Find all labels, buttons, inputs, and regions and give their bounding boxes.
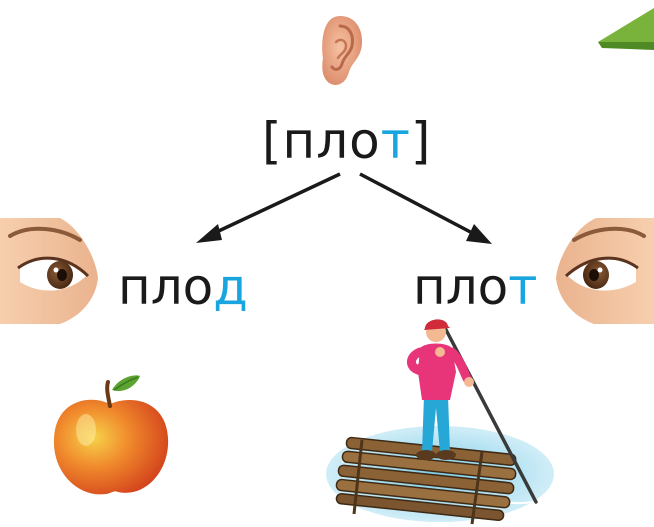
arrow-left-head [196, 224, 222, 243]
arrow-right-head [466, 224, 492, 244]
word-plot-ending: т [508, 258, 538, 316]
transcription-stem: пло [282, 112, 381, 170]
apple-icon [53, 375, 169, 495]
transcription-final-sound: т [380, 112, 411, 170]
word-plot: плот [413, 262, 537, 312]
open-bracket: [ [262, 112, 283, 170]
arrow-right [359, 172, 479, 238]
word-plod-ending: д [213, 258, 248, 316]
word-plot-stem: пло [413, 258, 509, 316]
word-plod-stem: пло [118, 258, 214, 316]
raft-icon [326, 319, 554, 525]
triangle-icon [598, 8, 654, 50]
ear-icon [322, 16, 363, 85]
eye-icon-right [556, 218, 654, 324]
transcription: [плот] [262, 116, 431, 166]
eye-icon-left [0, 218, 98, 324]
arrow-left [207, 172, 341, 238]
close-bracket: ] [410, 112, 432, 170]
word-plod: плод [118, 262, 248, 312]
